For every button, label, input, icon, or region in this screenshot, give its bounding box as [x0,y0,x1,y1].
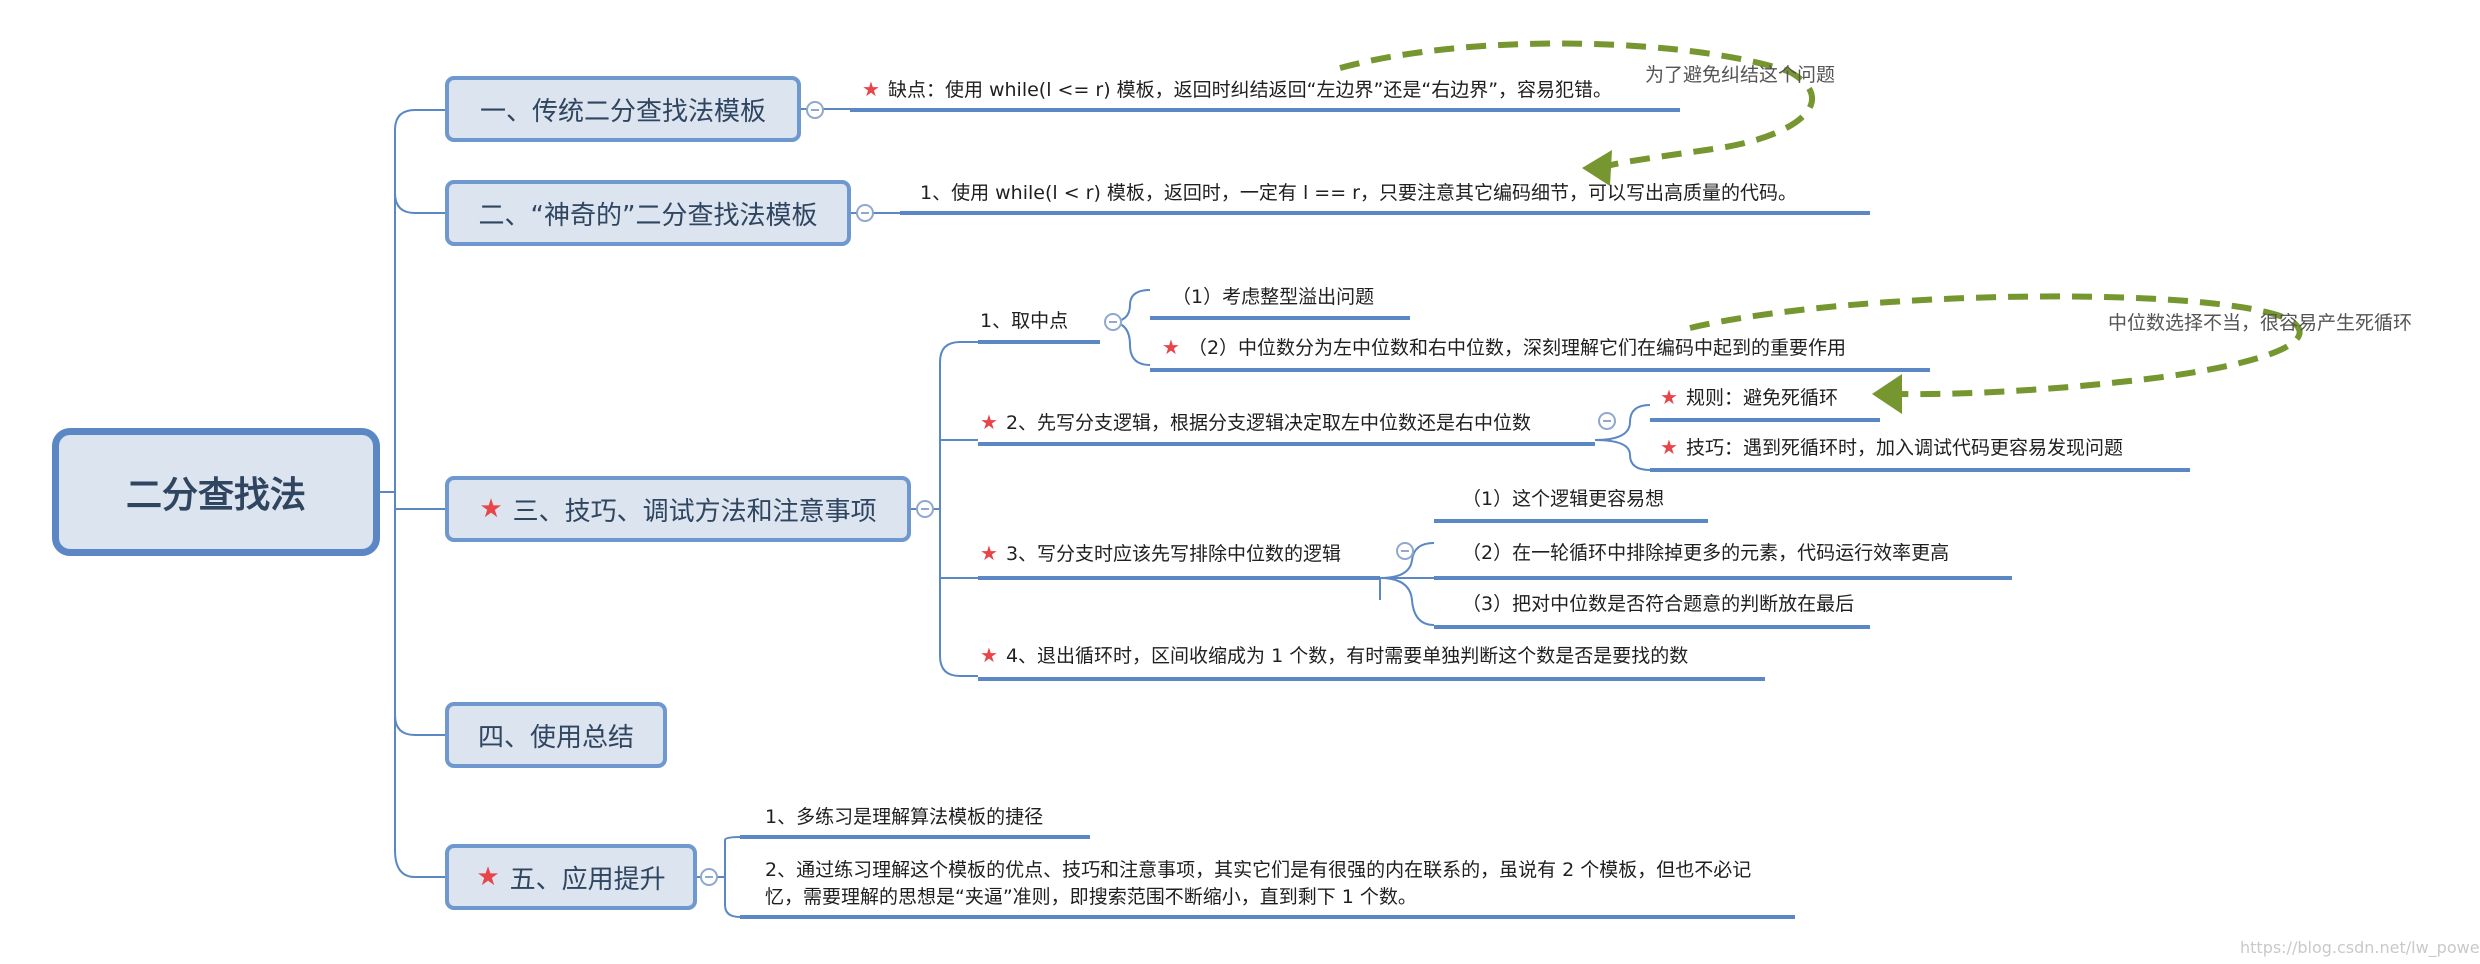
collapse-toggle-icon[interactable] [1598,412,1616,430]
star-icon: ★ [476,862,500,892]
relationship-arrow-2 [1689,293,2303,398]
topic-label: 五、应用提升 [509,864,666,895]
leaf-label: （1）这个逻辑更容易想 [1462,488,1665,510]
subtopic-label: 2、通过练习理解这个模板的优点、技巧和注意事项，其实它们是有很强的内在联系的，虽… [765,859,1752,908]
star-icon: ★ [980,643,998,667]
star-icon: ★ [1162,335,1180,359]
root-topic[interactable]: 二分查找法 [52,428,380,556]
subtopic-midpoint[interactable]: 1、取中点 [980,308,1068,335]
topic-label: 二、“神奇的”二分查找法模板 [478,200,818,231]
annotation-avoid-confusion[interactable]: 为了避免纠结这个问题 [1645,60,1835,87]
leaf-overflow[interactable]: （1）考虑整型溢出问题 [1172,284,1374,311]
subtopic-exit-loop[interactable]: ★ 4、退出循环时，区间收缩成为 1 个数，有时需要单独判断这个数是否是要找的数 [980,642,1688,670]
topic-label: 一、传统二分查找法模板 [479,96,766,127]
collapse-toggle-icon[interactable] [1396,542,1414,560]
collapse-toggle-icon[interactable] [700,868,718,886]
leaf-label: （3）把对中位数是否符合题意的判断放在最后 [1462,593,1855,615]
leaf-label: （2）在一轮循环中排除掉更多的元素，代码运行效率更高 [1462,542,1950,564]
subtopic-practice[interactable]: 1、多练习是理解算法模板的捷径 [765,804,1043,831]
star-icon: ★ [1660,435,1678,459]
collapse-toggle-icon[interactable] [806,101,824,119]
leaf-judge-last[interactable]: （3）把对中位数是否符合题意的判断放在最后 [1462,591,1854,618]
watermark-text: https://blog.csdn.net/lw_power [2240,938,2480,957]
topic-usage-summary[interactable]: 四、使用总结 [445,702,667,768]
leaf-label: 技巧：遇到死循环时，加入调试代码更容易发现问题 [1685,437,2123,459]
root-topic-label: 二分查找法 [125,475,306,516]
relationship-arrow-1 [1339,40,1815,171]
topic-label: 三、技巧、调试方法和注意事项 [512,496,877,527]
annotation-dead-loop[interactable]: 中位数选择不当，很容易产生死循环 [2108,308,2412,335]
leaf-easier[interactable]: （1）这个逻辑更容易想 [1462,486,1664,513]
leaf-efficiency[interactable]: （2）在一轮循环中排除掉更多的元素，代码运行效率更高 [1462,540,1949,567]
leaf-rule[interactable]: ★ 规则：避免死循环 [1660,384,1838,412]
subtopic-label: 缺点：使用 while(l <= r) 模板，返回时纠结返回“左边界”还是“右边… [887,79,1613,101]
leaf-trick[interactable]: ★ 技巧：遇到死循环时，加入调试代码更容易发现问题 [1660,434,2123,462]
collapse-toggle-icon[interactable] [916,500,934,518]
topic-magic-template[interactable]: 二、“神奇的”二分查找法模板 [445,180,851,246]
collapse-toggle-icon[interactable] [1104,313,1122,331]
annotation-label: 为了避免纠结这个问题 [1645,64,1836,86]
subtopic-drawback[interactable]: ★ 缺点：使用 while(l <= r) 模板，返回时纠结返回“左边界”还是“右… [862,76,1612,104]
subtopic-while-lt[interactable]: 1、使用 while(l < r) 模板，返回时，一定有 l == r，只要注意… [920,180,1797,207]
star-icon: ★ [1660,385,1678,409]
star-icon: ★ [980,410,998,434]
topic-application[interactable]: ★ 五、应用提升 [445,844,697,910]
topic-tips-debugging[interactable]: ★ 三、技巧、调试方法和注意事项 [445,476,911,542]
star-icon: ★ [862,77,880,101]
subtopic-label: 1、多练习是理解算法模板的捷径 [765,806,1044,828]
subtopic-label: 2、先写分支逻辑，根据分支逻辑决定取左中位数还是右中位数 [1005,412,1532,434]
leaf-label: （1）考虑整型溢出问题 [1172,286,1375,308]
topic-label: 四、使用总结 [477,722,634,753]
subtopic-label: 3、写分支时应该先写排除中位数的逻辑 [1005,543,1342,565]
annotation-label: 中位数选择不当，很容易产生死循环 [2108,312,2413,334]
subtopic-understanding[interactable]: 2、通过练习理解这个模板的优点、技巧和注意事项，其实它们是有很强的内在联系的，虽… [765,857,1785,911]
star-icon: ★ [479,494,503,524]
leaf-left-right-median[interactable]: ★ （2）中位数分为左中位数和右中位数，深刻理解它们在编码中起到的重要作用 [1162,334,1846,362]
subtopic-branch-logic[interactable]: ★ 2、先写分支逻辑，根据分支逻辑决定取左中位数还是右中位数 [980,409,1531,437]
subtopic-exclude-median[interactable]: ★ 3、写分支时应该先写排除中位数的逻辑 [980,540,1341,568]
leaf-label: 规则：避免死循环 [1685,387,1838,409]
topic-traditional-template[interactable]: 一、传统二分查找法模板 [445,76,801,142]
subtopic-label: 1、取中点 [980,310,1069,332]
watermark: https://blog.csdn.net/lw_power [2240,938,2480,957]
subtopic-label: 4、退出循环时，区间收缩成为 1 个数，有时需要单独判断这个数是否是要找的数 [1005,645,1689,667]
collapse-toggle-icon[interactable] [856,204,874,222]
star-icon: ★ [980,541,998,565]
subtopic-label: 1、使用 while(l < r) 模板，返回时，一定有 l == r，只要注意… [920,182,1797,204]
leaf-label: （2）中位数分为左中位数和右中位数，深刻理解它们在编码中起到的重要作用 [1187,337,1847,359]
